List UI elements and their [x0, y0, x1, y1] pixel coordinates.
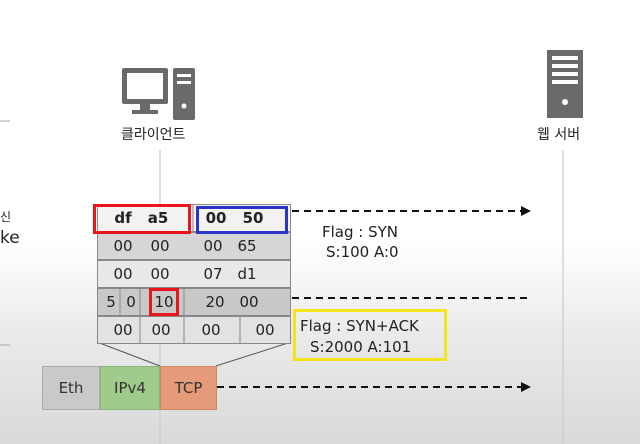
syn-flag-line1: Flag : SYN [322, 223, 399, 241]
ack-byte-4: d1 [237, 265, 257, 283]
src-port-byte-2: a5 [147, 209, 169, 227]
ack-byte-2: 00 [150, 265, 170, 283]
left-edge-text-1: 신 [0, 210, 12, 224]
urgent-byte-1: 00 [201, 321, 221, 339]
layer-eth: Eth [42, 366, 100, 410]
dst-port-byte-1: 00 [205, 209, 227, 227]
reserved-nibble: 0 [126, 293, 136, 311]
syn-flag-text: Flag : SYN S:100 A:0 [322, 222, 399, 262]
src-port-byte-1: df [114, 209, 132, 227]
synack-flag-line1: Flag : SYN+ACK [300, 317, 419, 335]
seq-byte-3: 00 [203, 237, 223, 255]
header-row-seq: 00 00 00 65 [97, 232, 291, 260]
layer-tcp: TCP [160, 366, 217, 410]
window-byte-2: 00 [239, 293, 259, 311]
computer-icon [122, 68, 195, 120]
dest-port-highlight [196, 206, 288, 234]
window-byte-1: 20 [205, 293, 225, 311]
urgent-byte-2: 00 [255, 321, 275, 339]
synack-flag-line2: S:2000 A:101 [310, 338, 412, 356]
seq-byte-4: 65 [237, 237, 257, 255]
checksum-byte-2: 00 [151, 321, 171, 339]
ack-byte-3: 07 [203, 265, 223, 283]
seq-byte-2: 00 [150, 237, 170, 255]
source-port-highlight [93, 204, 191, 234]
layer-ipv4: IPv4 [100, 366, 160, 410]
checksum-byte-1: 00 [113, 321, 133, 339]
dst-port-byte-2: 50 [242, 209, 264, 227]
client-label: 클라이언트 [121, 127, 186, 143]
left-edge-text-2: ke [0, 228, 20, 248]
offset-nibble: 5 [106, 293, 116, 311]
seq-byte-1: 00 [113, 237, 133, 255]
header-row-ack: 00 00 07 d1 [97, 260, 291, 288]
server-icon [547, 50, 583, 118]
syn-flag-line2: S:100 A:0 [326, 243, 399, 261]
header-row-checksum: 00 00 00 00 [97, 316, 291, 344]
flags-cell-highlight [149, 288, 179, 316]
server-label: 웹 서버 [537, 127, 581, 143]
ack-byte-1: 00 [113, 265, 133, 283]
header-row-flags: 5 0 10 20 00 [97, 288, 291, 316]
synack-flag-box: Flag : SYN+ACK S:2000 A:101 [293, 309, 447, 361]
flags-byte: 10 [154, 293, 174, 311]
